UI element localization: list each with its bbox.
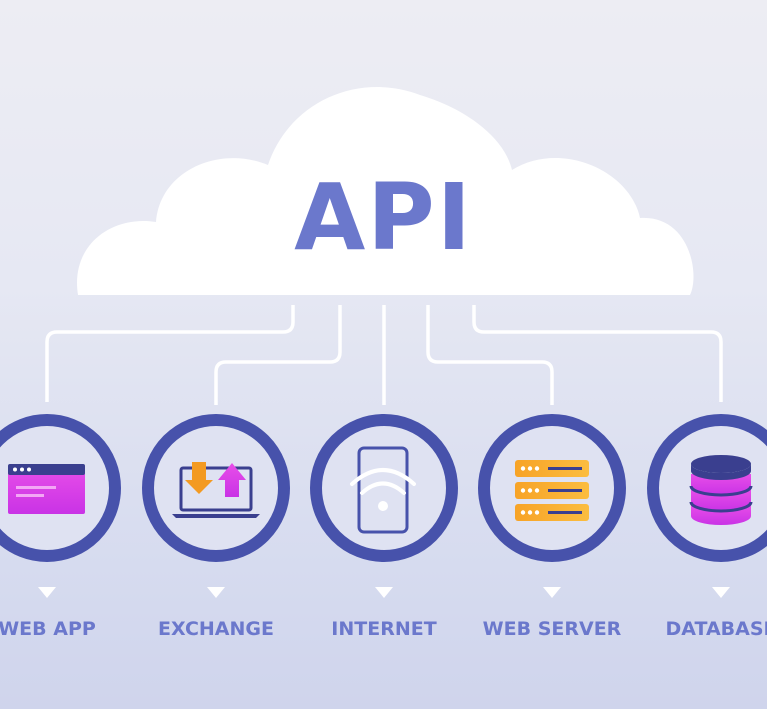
node-label-web-app: WEB APP bbox=[0, 618, 96, 640]
node-label-internet: INTERNET bbox=[331, 618, 437, 640]
node-label-exchange: EXCHANGE bbox=[158, 618, 274, 640]
triangle-down-icon bbox=[543, 587, 561, 598]
connector-lines bbox=[45, 305, 723, 405]
laptop-transfer-icon bbox=[172, 462, 260, 518]
down-triangle-markers bbox=[38, 587, 730, 598]
triangle-down-icon bbox=[38, 587, 56, 598]
triangle-down-icon bbox=[375, 587, 393, 598]
browser-window-icon bbox=[8, 464, 85, 514]
server-rack-icon bbox=[515, 460, 589, 521]
node-label-web-server: WEB SERVER bbox=[482, 618, 622, 640]
connector-web-server bbox=[426, 305, 554, 405]
connector-database bbox=[472, 305, 723, 402]
connector-web-app bbox=[45, 305, 295, 402]
node-exchange-ring bbox=[142, 414, 290, 562]
node-rings bbox=[0, 414, 767, 562]
connector-exchange bbox=[214, 305, 342, 405]
node-label-database: DATABASE bbox=[665, 618, 767, 640]
api-title: API bbox=[294, 164, 473, 271]
node-internet-ring bbox=[310, 414, 458, 562]
triangle-down-icon bbox=[712, 587, 730, 598]
triangle-down-icon bbox=[207, 587, 225, 598]
database-icon bbox=[689, 455, 753, 525]
phone-wifi-icon bbox=[350, 446, 416, 534]
cloud bbox=[77, 87, 694, 295]
